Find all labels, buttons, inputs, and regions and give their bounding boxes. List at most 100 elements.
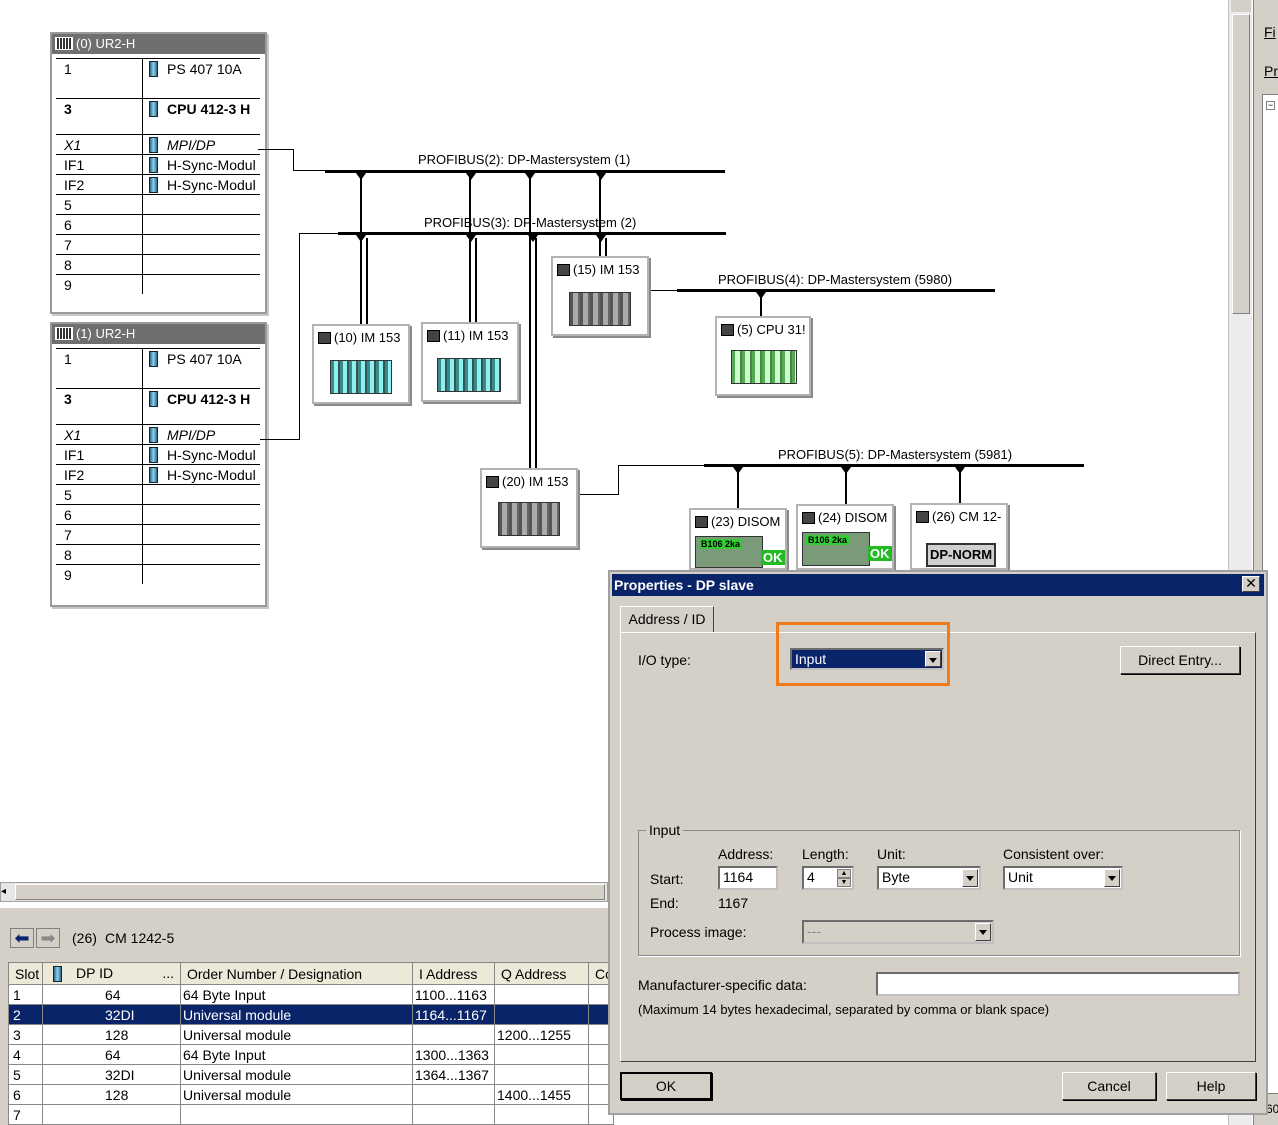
module-cell[interactable] xyxy=(142,565,260,584)
hscroll-thumb[interactable] xyxy=(15,884,605,900)
col-order[interactable]: Order Number / Designation xyxy=(180,962,413,985)
length-stepper[interactable]: 4 ▲ ▼ xyxy=(802,866,854,890)
rack-slot-row[interactable]: 7 xyxy=(56,234,260,254)
scroll-thumb[interactable] xyxy=(1232,14,1250,314)
chevron-down-icon[interactable] xyxy=(962,869,978,887)
col-dp-id[interactable]: DP ID... xyxy=(42,962,181,985)
profibus-2-line[interactable] xyxy=(325,170,725,173)
chevron-down-icon[interactable] xyxy=(975,923,991,941)
direct-entry-button[interactable]: Direct Entry... xyxy=(1120,646,1240,674)
io-type-select[interactable]: Input xyxy=(790,648,944,670)
module-cell[interactable] xyxy=(142,505,260,524)
tree-collapse-icon[interactable]: − xyxy=(1266,100,1275,110)
col-slot[interactable]: Slot xyxy=(8,962,43,985)
device-im153-11[interactable]: (11) IM 153 xyxy=(421,322,519,402)
profibus-5-line[interactable] xyxy=(704,464,1084,467)
rack-slot-row[interactable]: 8 xyxy=(56,254,260,274)
rack-slot-row[interactable]: 9 xyxy=(56,564,260,584)
chevron-down-icon[interactable] xyxy=(1104,869,1120,887)
module-cell[interactable]: H-Sync-Modul xyxy=(142,155,260,174)
rack-slot-row[interactable]: 9 xyxy=(56,274,260,294)
module-cell[interactable]: CPU 412-3 H xyxy=(142,99,260,134)
rack-slot-row[interactable]: 8 xyxy=(56,544,260,564)
module-cell[interactable] xyxy=(142,195,260,214)
module-cell[interactable] xyxy=(142,545,260,564)
rack-slot-row[interactable]: 7 xyxy=(56,524,260,544)
col-i-address[interactable]: I Address xyxy=(412,962,495,985)
device-im153-10[interactable]: (10) IM 153 xyxy=(312,324,410,404)
device-im153-15[interactable]: (15) IM 153 xyxy=(551,256,649,336)
module-cell[interactable]: H-Sync-Modul xyxy=(142,445,260,464)
profibus-4-label[interactable]: PROFIBUS(4): DP-Mastersystem (5980) xyxy=(718,272,953,287)
module-cell[interactable] xyxy=(142,215,260,234)
profibus-4-line[interactable] xyxy=(677,289,995,292)
network-hscrollbar[interactable]: ◂ xyxy=(0,882,608,902)
profibus-2-label[interactable]: PROFIBUS(2): DP-Mastersystem (1) xyxy=(418,152,631,167)
profibus-3-line[interactable] xyxy=(338,232,726,235)
device-cpu31-5[interactable]: (5) CPU 31! xyxy=(715,316,811,396)
back-arrow-icon[interactable]: ⬅ xyxy=(10,928,34,948)
mfr-data-label: Manufacturer-specific data: xyxy=(638,977,807,993)
forward-arrow-icon[interactable]: ➡ xyxy=(36,928,60,948)
col-q-address[interactable]: Q Address xyxy=(494,962,589,985)
consistent-select[interactable]: Unit xyxy=(1003,866,1123,890)
device-im153-20[interactable]: (20) IM 153 xyxy=(480,468,578,548)
ok-button[interactable]: OK xyxy=(620,1072,712,1100)
slot-table[interactable]: Slot DP ID... Order Number / Designation… xyxy=(8,962,614,1125)
cancel-button[interactable]: Cancel xyxy=(1062,1072,1156,1100)
tab-address-id[interactable]: Address / ID xyxy=(620,606,714,632)
scroll-up-arrow[interactable] xyxy=(1231,0,1251,12)
catalog-profile-label[interactable]: Pr xyxy=(1264,63,1278,79)
module-cell[interactable]: H-Sync-Modul xyxy=(142,175,260,194)
help-button[interactable]: Help xyxy=(1166,1072,1256,1100)
rack-slot-row[interactable]: 5 xyxy=(56,194,260,214)
unit-select[interactable]: Byte xyxy=(877,866,981,890)
module-cell[interactable]: H-Sync-Modul xyxy=(142,465,260,484)
module-cell[interactable]: MPI/DP xyxy=(142,135,260,154)
scroll-left-arrow[interactable]: ◂ xyxy=(1,886,7,897)
module-cell[interactable]: PS 407 10A xyxy=(142,349,260,388)
close-icon[interactable]: ✕ xyxy=(1242,576,1260,592)
mfr-data-input[interactable] xyxy=(876,972,1240,996)
module-cell[interactable]: PS 407 10A xyxy=(142,59,260,98)
module-cell[interactable]: MPI/DP xyxy=(142,425,260,444)
module-cell[interactable] xyxy=(142,485,260,504)
spin-down-icon[interactable]: ▼ xyxy=(837,878,851,887)
module-cell[interactable] xyxy=(142,255,260,274)
rack-slot-row[interactable]: 6 xyxy=(56,214,260,234)
table-row[interactable]: 7 xyxy=(8,1104,614,1125)
device-cm124-26[interactable]: (26) CM 12- DP-NORM xyxy=(910,503,1008,570)
device-disom-23[interactable]: (23) DISOM B106 2ka OK xyxy=(689,508,787,570)
spin-up-icon[interactable]: ▲ xyxy=(837,869,851,878)
module-cell[interactable] xyxy=(142,525,260,544)
module-cell[interactable]: CPU 412-3 H xyxy=(142,389,260,424)
catalog-find-label[interactable]: Fi xyxy=(1264,24,1276,40)
profibus-5-label[interactable]: PROFIBUS(5): DP-Mastersystem (5981) xyxy=(778,447,1013,462)
process-image-select[interactable]: --- xyxy=(802,920,994,944)
module-cell[interactable] xyxy=(142,275,260,294)
start-address-input[interactable]: 1164 xyxy=(718,866,778,890)
module-cell[interactable] xyxy=(142,235,260,254)
rack-slot-row[interactable]: 5 xyxy=(56,484,260,504)
device-disom-24[interactable]: (24) DISOM B106 2ka OK xyxy=(796,504,894,570)
chevron-down-icon[interactable] xyxy=(925,651,941,667)
rack-slot-row[interactable]: 6 xyxy=(56,504,260,524)
